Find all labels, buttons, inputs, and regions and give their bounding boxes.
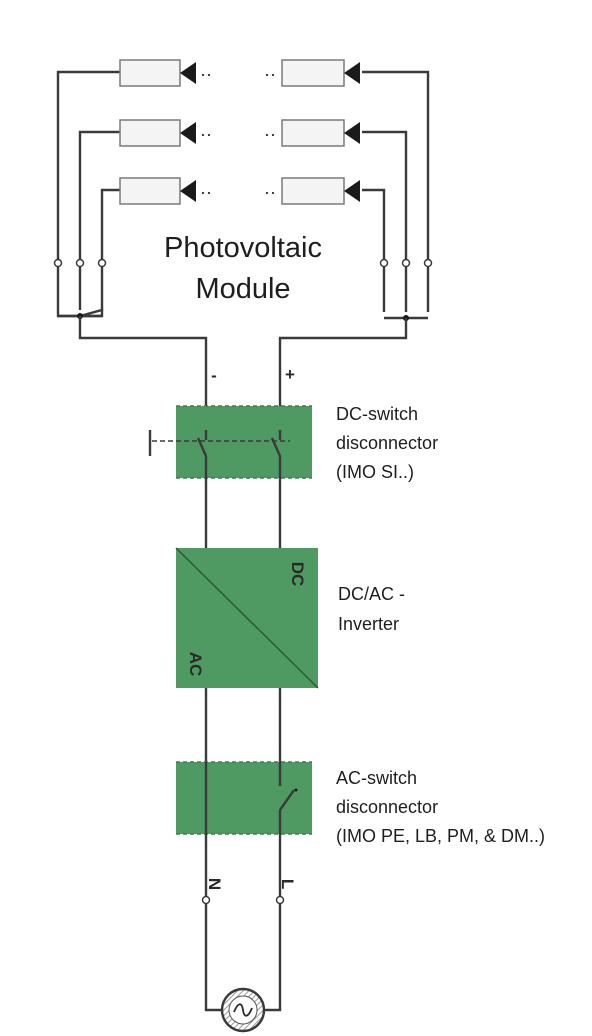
pv-module-title-line1: Photovoltaic bbox=[164, 232, 322, 264]
dc-ac-inverter: DC AC bbox=[175, 547, 319, 689]
ellipsis: ·· bbox=[200, 64, 212, 84]
dc-switch-label-line1: DC-switch bbox=[336, 404, 418, 424]
line-output-wire bbox=[264, 834, 282, 1012]
diode-arrow-icon bbox=[344, 62, 360, 84]
ellipsis: ·· bbox=[200, 182, 212, 202]
negative-polarity-label: - bbox=[211, 366, 217, 385]
ac-switch-label-line2: disconnector bbox=[336, 797, 438, 817]
pv-string-left-1: ·· bbox=[56, 59, 212, 310]
inverter-label-line2: Inverter bbox=[338, 614, 399, 634]
inverter-dc-tag: DC bbox=[288, 562, 307, 587]
positive-feeder bbox=[278, 318, 408, 430]
dc-switch-disconnector bbox=[148, 405, 312, 479]
dc-switch-label-line2: disconnector bbox=[336, 433, 438, 453]
ac-switch-label-line1: AC-switch bbox=[336, 768, 417, 788]
diode-arrow-icon bbox=[180, 122, 196, 144]
diode-arrow-icon bbox=[180, 62, 196, 84]
ellipsis: ·· bbox=[200, 124, 212, 144]
pv-string-right-1: ·· bbox=[264, 59, 430, 312]
pv-string-right-3: ·· bbox=[264, 177, 386, 312]
inverter-label-line1: DC/AC - bbox=[338, 584, 405, 604]
string-terminals bbox=[53, 258, 433, 268]
ac-source-icon bbox=[220, 987, 266, 1033]
ac-switch-label-line3: (IMO PE, LB, PM, & DM..) bbox=[336, 826, 545, 846]
line-label: L bbox=[278, 879, 297, 889]
ac-switch-disconnector bbox=[176, 761, 312, 835]
diode-arrow-icon bbox=[344, 122, 360, 144]
ellipsis: ·· bbox=[264, 124, 276, 144]
neutral-output-wire bbox=[204, 834, 222, 1012]
negative-feeder bbox=[78, 316, 208, 430]
pv-string-left-3: ·· bbox=[100, 177, 212, 310]
inverter-ac-tag: AC bbox=[186, 652, 205, 677]
diode-arrow-icon bbox=[180, 180, 196, 202]
neutral-label: N bbox=[205, 878, 224, 890]
line-terminal bbox=[275, 895, 285, 905]
ellipsis: ·· bbox=[264, 182, 276, 202]
positive-polarity-label: + bbox=[285, 365, 295, 384]
neutral-terminal bbox=[201, 895, 211, 905]
switch-contact-icon bbox=[279, 789, 295, 811]
pv-module-title-line2: Module bbox=[195, 273, 290, 305]
pv-string-right-2: ·· bbox=[264, 119, 408, 312]
pv-string-left-2: ·· bbox=[78, 119, 212, 310]
switch-contact-icon bbox=[196, 437, 208, 457]
diode-arrow-icon bbox=[344, 180, 360, 202]
ellipsis: ·· bbox=[264, 64, 276, 84]
dc-switch-label-line3: (IMO SI..) bbox=[336, 462, 414, 482]
